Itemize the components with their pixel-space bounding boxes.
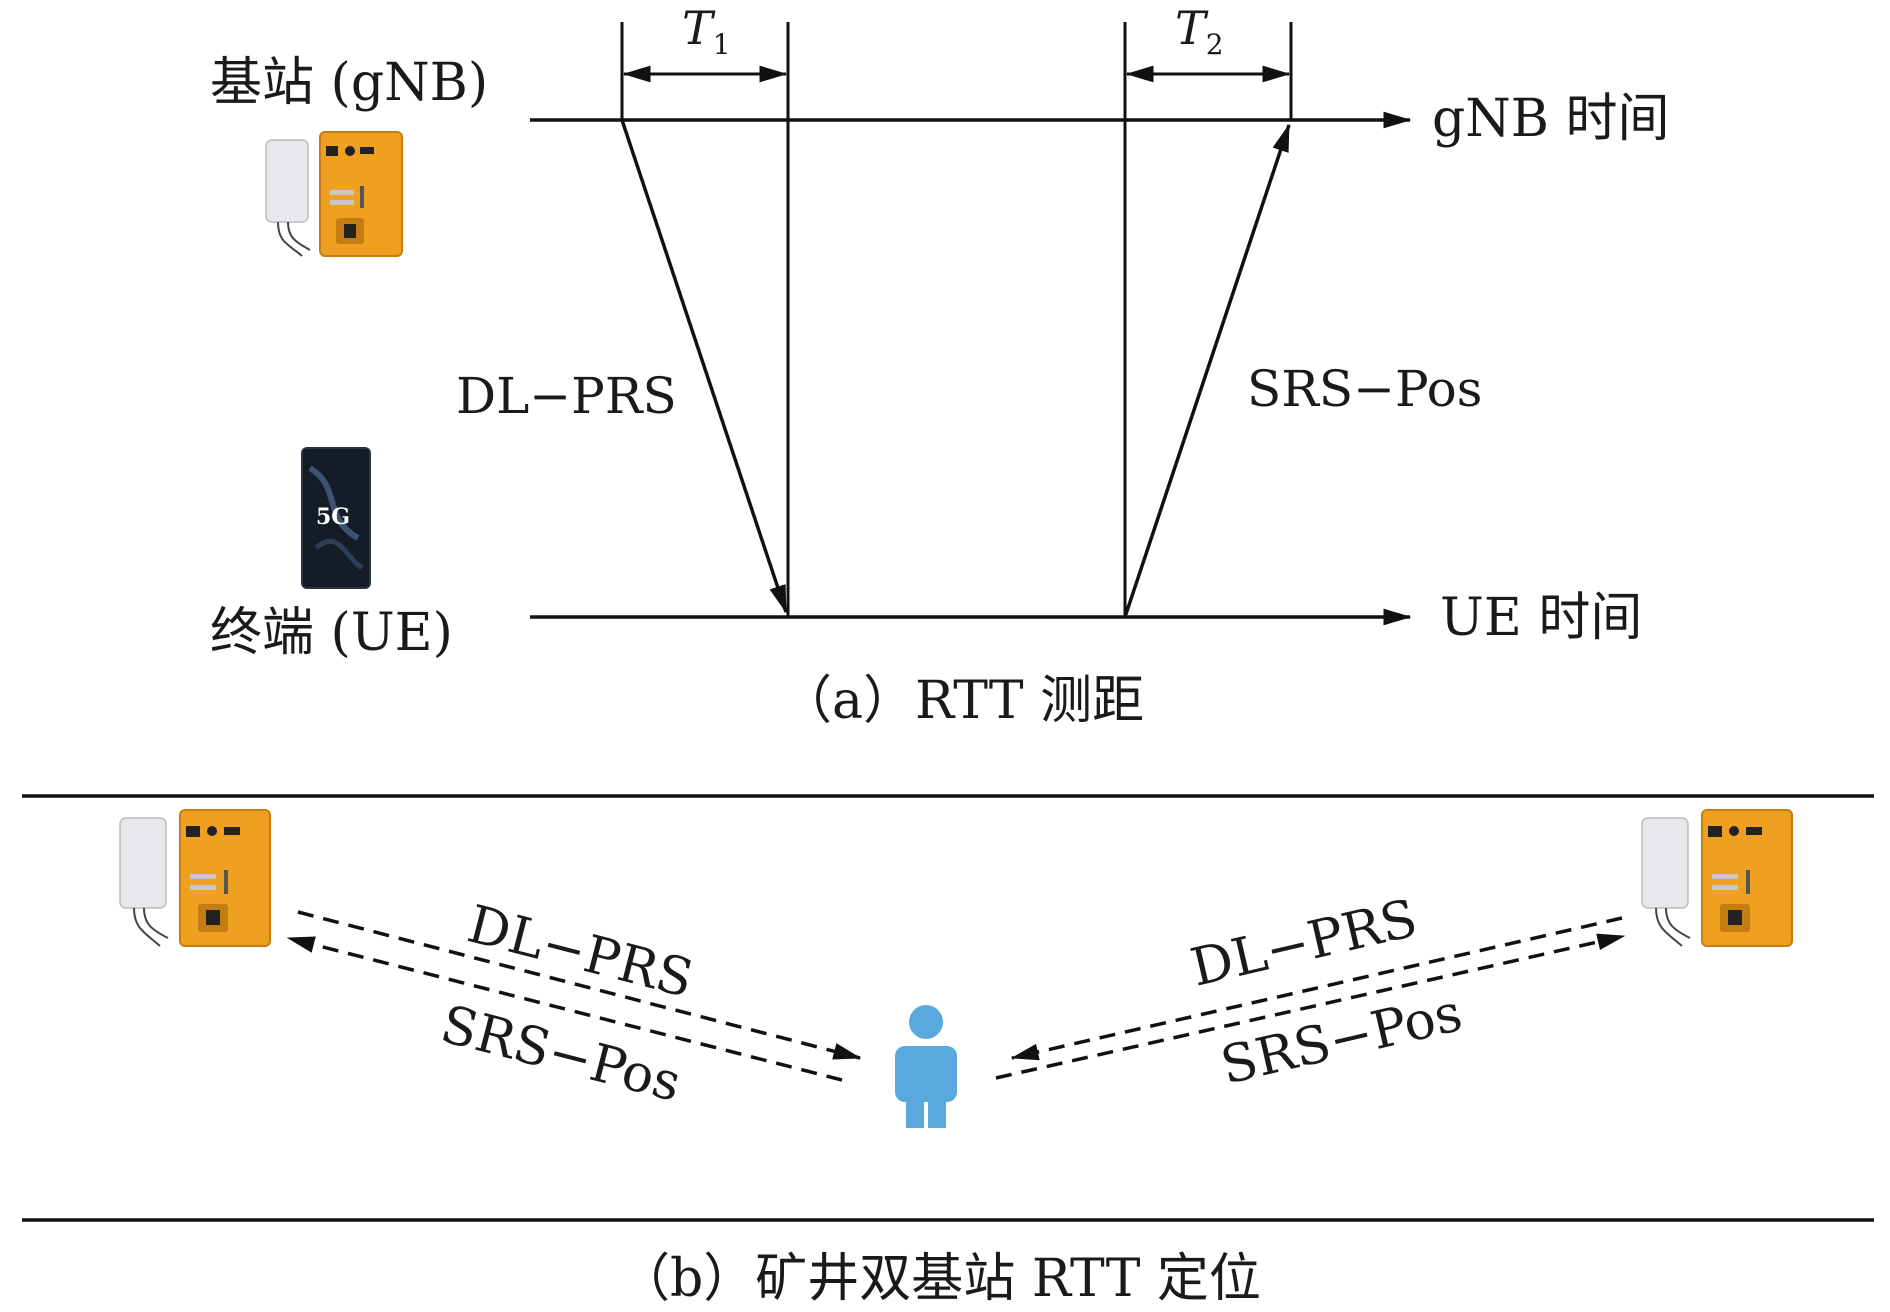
- srs-pos-label: SRS−Pos: [1247, 360, 1482, 418]
- phone-icon: 5G: [301, 447, 371, 589]
- gnb-label: 基站 (gNB): [210, 53, 488, 113]
- caption-a: （a）RTT 测距: [780, 671, 1144, 731]
- t1-label: T1: [682, 1, 731, 61]
- right-antenna-panel-icon: [1641, 817, 1689, 909]
- dl-prs-arrow: [620, 119, 788, 614]
- left-dl-prs-arrow: [297, 910, 862, 1060]
- gnb-time-label: gNB 时间: [1432, 89, 1670, 149]
- antenna-panel-icon: [265, 139, 309, 223]
- phone-5g-text: 5G: [316, 504, 350, 530]
- left-srs-pos-arrow: [286, 936, 843, 1082]
- dl-prs-label: DL−PRS: [456, 367, 677, 425]
- panel-a: T1 T2 DL−PRS SRS−Pos gNB 时间 UE 时间 基站 (gN…: [210, 1, 1670, 731]
- ue-label: 终端 (UE): [210, 603, 453, 663]
- left-base-station-icon: [119, 809, 271, 947]
- right-base-station-icon: [1641, 809, 1793, 947]
- caption-b: （b）矿井双基站 RTT 定位: [618, 1249, 1261, 1309]
- left-srs-pos-label: SRS−Pos: [435, 994, 687, 1113]
- panel-b: DL−PRS SRS−Pos DL−PRS SRS−Pos （b）矿井双基站 R…: [22, 794, 1874, 1309]
- srs-pos-arrow: [1123, 123, 1291, 618]
- right-srs-pos-arrow: [995, 933, 1626, 1080]
- right-dl-prs-arrow: [1010, 916, 1623, 1061]
- left-dl-prs-label: DL−PRS: [462, 894, 699, 1010]
- right-srs-pos-label: SRS−Pos: [1215, 983, 1467, 1097]
- person-icon: [895, 1005, 957, 1128]
- left-antenna-panel-icon: [119, 817, 167, 909]
- ue-time-label: UE 时间: [1440, 588, 1642, 648]
- right-dl-prs-label: DL−PRS: [1185, 889, 1422, 999]
- base-station-icon: [265, 131, 403, 257]
- t2-label: T2: [1175, 1, 1224, 61]
